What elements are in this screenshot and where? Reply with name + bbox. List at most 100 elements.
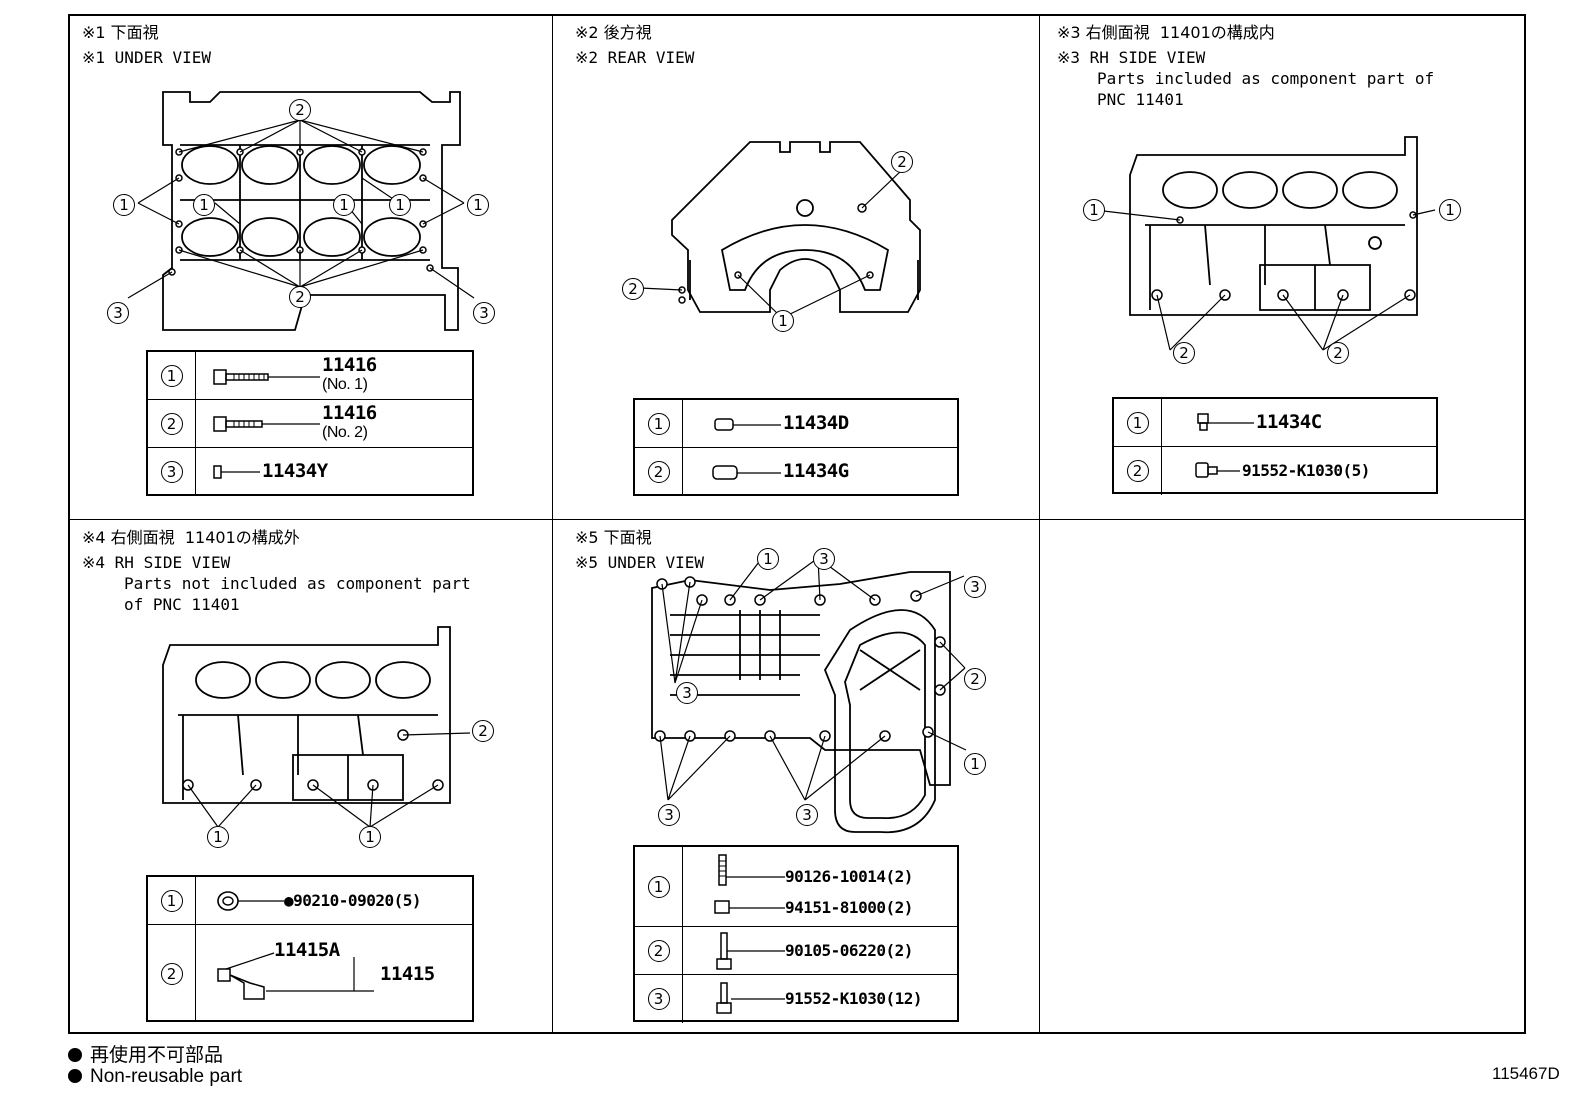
callout-3: 3 xyxy=(964,576,986,598)
table-row: 3 91552-K1030(12) xyxy=(635,975,957,1023)
grid-divider xyxy=(552,14,553,1034)
row-number: 1 xyxy=(160,889,183,912)
part-number: 11434D xyxy=(783,412,849,434)
panel-title-jp: ※1 下面視 xyxy=(82,23,159,42)
table-row: 1 ●90210-09020(5) xyxy=(148,877,472,925)
table-row: 1 11416 (No. 1) xyxy=(148,352,472,400)
oil-jet-icon xyxy=(217,952,374,1000)
row-number: 2 xyxy=(160,412,183,435)
part-sub-label: (No. 1) xyxy=(322,376,368,393)
callout-2: 2 xyxy=(622,278,644,300)
bolt-icon xyxy=(716,982,785,1014)
dowel-pin-icon xyxy=(712,465,781,480)
cylinder-block-rh-side-drawing xyxy=(158,625,468,815)
table-row: 2 11415A 11415 xyxy=(148,925,472,1022)
table-row: 1 11434D xyxy=(635,400,957,448)
panel-title-en: ※2 REAR VIEW xyxy=(575,48,695,67)
part-number: 11416 xyxy=(322,354,377,376)
part-number: ●90210-09020(5) xyxy=(284,891,422,910)
table-row: 2 91552-K1030(5) xyxy=(1114,447,1436,495)
callout-2: 2 xyxy=(1327,342,1349,364)
callout-2: 2 xyxy=(1173,342,1195,364)
parts-table-4: 1 ●90210-09020(5) 2 11415A 11415 xyxy=(146,875,474,1022)
callout-1: 1 xyxy=(772,310,794,332)
oil-pan-under-view-drawing xyxy=(650,570,970,840)
panel-title-en: ※1 UNDER VIEW xyxy=(82,48,211,67)
callout-2: 2 xyxy=(964,668,986,690)
callout-1: 1 xyxy=(207,826,229,848)
callout-3: 3 xyxy=(107,302,129,324)
callout-1: 1 xyxy=(964,753,986,775)
cylinder-block-rear-view-drawing xyxy=(670,140,940,330)
part-number: 90105-06220(2) xyxy=(785,941,913,960)
panel-note: PNC 11401 xyxy=(1097,90,1184,109)
panel-title-en: ※4 RH SIDE VIEW xyxy=(82,553,231,572)
pin-icon xyxy=(1197,413,1254,431)
callout-1: 1 xyxy=(359,826,381,848)
callout-3: 3 xyxy=(676,682,698,704)
bolt-icon xyxy=(1195,462,1240,478)
table-row: 2 11416 (No. 2) xyxy=(148,400,472,448)
panel-title-en: ※3 RH SIDE VIEW xyxy=(1057,48,1206,67)
illustration-id: 115467D xyxy=(1492,1064,1560,1083)
row-number: 2 xyxy=(647,461,670,483)
panel-title-en: ※5 UNDER VIEW xyxy=(575,553,704,572)
table-row: 2 11434G xyxy=(635,448,957,496)
parts-table-2: 1 11434D 2 11434G xyxy=(633,398,959,496)
callout-2: 2 xyxy=(289,99,311,121)
part-number: 91552-K1030(12) xyxy=(785,989,923,1008)
row-number: 1 xyxy=(647,875,670,898)
callout-1: 1 xyxy=(113,194,135,216)
table-row: 3 11434Y xyxy=(148,448,472,496)
bolt-icon xyxy=(716,932,785,970)
parts-table-5: 1 90126-10014(2) 94151-81000(2) 2 90105-… xyxy=(633,845,959,1023)
table-row: 1 11434C xyxy=(1114,399,1436,447)
part-number: 11415 xyxy=(380,963,435,985)
grid-divider xyxy=(68,519,1526,520)
callout-1: 1 xyxy=(467,194,489,216)
row-number: 1 xyxy=(160,364,183,387)
row-number: 2 xyxy=(1126,460,1149,482)
part-number: 11434C xyxy=(1256,411,1322,433)
part-number: 11434Y xyxy=(262,460,328,482)
row-number: 1 xyxy=(1126,411,1149,434)
parts-table-1: 1 11416 (No. 1) 2 11416 (No. 2) 3 xyxy=(146,350,474,496)
part-number: 94151-81000(2) xyxy=(785,898,913,917)
callout-3: 3 xyxy=(813,548,835,570)
row-number: 1 xyxy=(647,412,670,435)
table-row: 2 90105-06220(2) xyxy=(635,927,957,975)
legend-jp: 再使用不可部品 xyxy=(68,1040,223,1067)
callout-3: 3 xyxy=(796,804,818,826)
panel-note: Parts included as component part of xyxy=(1097,69,1435,88)
part-number: 11434G xyxy=(783,460,849,482)
washer-icon xyxy=(217,891,284,911)
non-reusable-bullet-icon xyxy=(68,1069,82,1083)
part-number: 91552-K1030(5) xyxy=(1242,461,1370,480)
pin-icon xyxy=(213,465,260,479)
callout-2: 2 xyxy=(891,151,913,173)
cylinder-block-rh-side-drawing xyxy=(1125,135,1435,325)
row-number: 3 xyxy=(647,988,670,1010)
cylinder-block-under-view-drawing xyxy=(100,90,520,340)
callout-1: 1 xyxy=(389,194,411,216)
bolt-icon xyxy=(213,416,320,432)
part-sub-label: (No. 2) xyxy=(322,424,368,441)
table-row: 1 90126-10014(2) 94151-81000(2) xyxy=(635,847,957,927)
callout-1: 1 xyxy=(757,548,779,570)
row-number: 2 xyxy=(160,962,183,985)
callout-2: 2 xyxy=(472,720,494,742)
callout-3: 3 xyxy=(658,804,680,826)
callout-2: 2 xyxy=(289,286,311,308)
callout-1: 1 xyxy=(333,194,355,216)
long-bolt-icon xyxy=(213,369,320,385)
non-reusable-bullet-icon xyxy=(68,1048,82,1062)
part-number: 11416 xyxy=(322,402,377,424)
part-number: 11415A xyxy=(274,939,340,961)
panel-note: of PNC 11401 xyxy=(124,595,240,614)
stud-nut-icon xyxy=(714,854,785,914)
callout-1: 1 xyxy=(193,194,215,216)
parts-table-3: 1 11434C 2 91552-K1030(5) xyxy=(1112,397,1438,495)
row-number: 3 xyxy=(160,461,183,483)
panel-title-jp: ※3 右側面視 11401の構成内 xyxy=(1057,23,1275,42)
callout-3: 3 xyxy=(473,302,495,324)
